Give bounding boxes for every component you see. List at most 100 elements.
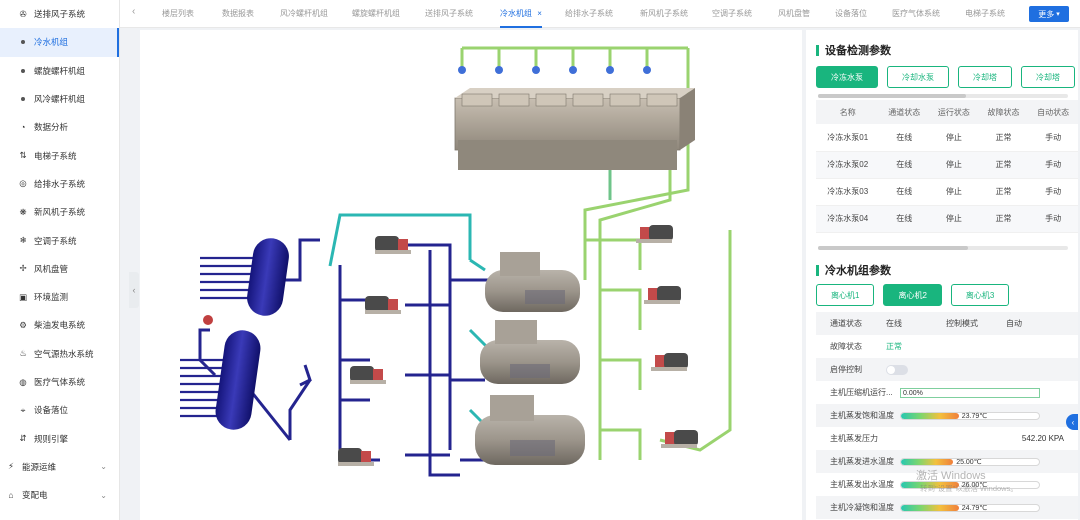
param-label: 主机蒸发进水温度 [830,457,894,466]
chiller-param-row: 主机压缩机运行...0.00% [816,381,1078,404]
tab-0[interactable]: 楼层列表 [162,0,194,28]
detect-device-buttons: 冷冻水泵冷却水泵冷却塔冷却塔 [816,66,1075,88]
sidebar-group-1[interactable]: ⌂变配电⌄ [0,481,119,509]
table-cell: 正常 [978,151,1029,179]
sidebar-item-label: 风机盘管 [34,263,69,274]
tab-label: 医疗气体系统 [892,9,940,18]
tab-1[interactable]: 数据报表 [222,0,254,28]
sidebar-item-1[interactable]: 冷水机组 [0,28,119,57]
tab-3[interactable]: 螺旋螺杆机组 [352,0,400,28]
sidebar-item-11[interactable]: ⚙柴油发电系统 [0,311,119,339]
title-accent-bar [816,44,819,56]
column-header: 自动状态 [1028,100,1078,124]
more-tabs-label: 更多 [1038,9,1055,19]
tab-prev-icon[interactable]: ‹ [132,6,136,17]
sidebar-item-2[interactable]: 螺旋螺杆机组 [0,57,119,85]
tab-5[interactable]: 冷水机组 × [500,0,542,28]
sidebar-collapse-handle[interactable]: ‹ [129,272,139,308]
detect-scrollbar[interactable] [818,94,1068,98]
detect-button-1[interactable]: 冷却水泵 [887,66,949,88]
param-progress-bar: 26.00℃ [900,480,1040,489]
sidebar-item-14[interactable]: ⌖设备落位 [0,396,119,424]
sidebar-item-7[interactable]: ❋新风机子系统 [0,198,119,226]
detect-table-scrollbar[interactable] [818,246,1068,250]
sidebar-item-3[interactable]: 风冷螺杆机组 [0,85,119,113]
param-value: 542.20 KPA [1021,434,1064,443]
sidebar-item-10[interactable]: ▣环境监测 [0,283,119,311]
tab-10[interactable]: 设备落位 [835,0,867,28]
more-tabs-button[interactable]: 更多 ▾ [1029,6,1069,22]
expand-panel-button[interactable]: ‹ [1066,414,1078,430]
tab-7[interactable]: 新风机子系统 [640,0,688,28]
windows-activation-hint: 转到"设置"以激活 Windows。 [920,484,1018,493]
detect-button-2[interactable]: 冷却塔 [958,66,1012,88]
sidebar-group-0[interactable]: ⚡能源运维⌄ [0,453,119,481]
param-progress-bar: 24.79℃ [900,503,1040,512]
fresh-air-icon: ❋ [19,206,27,217]
tab-2[interactable]: 风冷螺杆机组 [280,0,328,28]
water-collector-tank [215,238,289,430]
sidebar-item-4[interactable]: ◔数据分析 [0,113,119,141]
detect-button-3[interactable]: 冷却塔 [1021,66,1075,88]
energy-icon: ⚡ [8,461,14,472]
sidebar-item-8[interactable]: ❄空调子系统 [0,226,119,254]
tab-12[interactable]: 电梯子系统 [965,0,1005,28]
start-stop-toggle[interactable] [886,364,908,375]
sidebar-item-0[interactable]: ✇送排风子系统 [0,0,119,28]
detect-button-0[interactable]: 冷冻水泵 [816,66,878,88]
fault-status-value: 正常 [886,342,902,351]
chevron-down-icon: ▾ [1056,11,1060,18]
tab-9[interactable]: 风机盘管 [778,0,810,28]
tab-6[interactable]: 给排水子系统 [565,0,613,28]
chiller-unit-1 [485,252,580,312]
sidebar-item-13[interactable]: ◍ 医疗气体系统 [0,368,119,396]
column-header: 故障状态 [978,100,1029,124]
start-stop-label: 启停控制 [830,365,862,374]
param-label: 主机蒸发出水温度 [830,480,894,489]
table-cell: 在线 [879,151,930,179]
sidebar-item-9[interactable]: ✢风机盘管 [0,255,119,283]
sidebar-item-12[interactable]: ♨空气源热水系统 [0,340,119,368]
parameter-panel: 设备检测参数 冷冻水泵冷却水泵冷却塔冷却塔 名称通道状态运行状态故障状态自动状态… [806,30,1078,520]
channel-status-value: 在线 [886,319,902,328]
sidebar-item-15[interactable]: ⇵规则引擎 [0,424,119,452]
chilled-water-supply-pipes [328,213,492,432]
chiller-button-2[interactable]: 离心机3 [950,284,1010,306]
table-cell: 正常 [978,178,1029,206]
table-cell: 正常 [978,124,1029,152]
table-cell: 在线 [879,205,930,233]
sidebar-item-label: 医疗气体系统 [34,377,86,387]
param-value: 23.79℃ [961,412,988,420]
tab-label: 空调子系统 [712,9,752,18]
analysis-icon: ◔ [20,122,26,133]
chiller-param-row: 主机蒸发进水温度 25.00℃ [816,450,1078,473]
param-value-box: 0.00% [900,387,1040,398]
tab-11[interactable]: 医疗气体系统 [892,0,940,28]
sidebar: ✇送排风子系统冷水机组螺旋螺杆机组风冷螺杆机组◔数据分析⇅电梯子系统◎给排水子系… [0,0,120,520]
start-stop-row: 启停控制 [816,358,1078,381]
tab-8[interactable]: 空调子系统 [712,0,752,28]
sidebar-item-5[interactable]: ⇅电梯子系统 [0,141,119,169]
valve-icon [203,315,213,325]
table-cell: 停止 [929,151,979,179]
gas-icon: ◍ [19,376,27,387]
param-progress-bar: 25.00℃ [900,457,1040,466]
tab-4[interactable]: 送排风子系统 [425,0,473,28]
channel-status-label: 通道状态 [830,319,862,328]
tab-label: 风机盘管 [778,9,810,18]
table-cell: 冷冻水泵04 [816,205,880,233]
sidebar-item-6[interactable]: ◎给排水子系统 [0,170,119,198]
close-icon[interactable]: × [537,9,542,18]
table-cell: 冷冻水泵02 [816,151,880,179]
chiller-button-0[interactable]: 离心机1 [816,284,875,306]
table-cell: 停止 [929,205,979,233]
tab-label: 螺旋螺杆机组 [352,9,400,18]
control-mode-value: 自动 [1006,319,1022,328]
chiller-button-1[interactable]: 离心机2 [883,284,942,306]
